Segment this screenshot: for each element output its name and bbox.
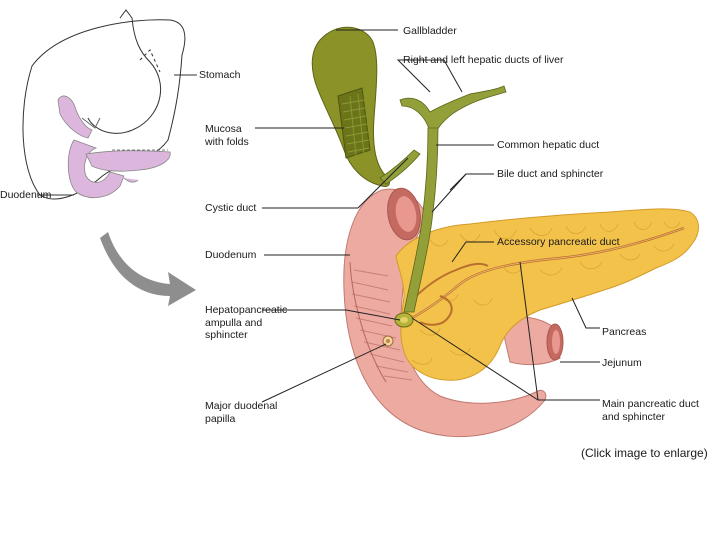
label-hepatic-ducts: Right and left hepatic ducts of liver: [403, 54, 564, 66]
liver-outline: [22, 19, 186, 200]
overview-illustration: [22, 9, 197, 200]
overview-gallbladder: [57, 95, 93, 139]
accessory-pancreatic-duct: [411, 262, 489, 301]
detail-illustration: [255, 26, 699, 438]
label-bile-duct: Bile duct and sphincter: [497, 168, 604, 180]
zoom-arrow: [100, 232, 196, 306]
stomach-outline: [87, 9, 162, 134]
label-jejunum: Jejunum: [602, 357, 642, 369]
pancreas-shape: [395, 208, 699, 381]
overview-pancreas: [85, 150, 171, 172]
label-cystic-duct: Cystic duct: [205, 202, 257, 214]
label-stomach: Stomach: [199, 69, 241, 81]
hepatic-ducts: [399, 85, 507, 133]
label-main-pancreatic-duct: Main pancreatic duct and sphincter: [602, 398, 699, 423]
common-hepatic-duct: [403, 127, 439, 313]
label-gallbladder: Gallbladder: [403, 25, 457, 37]
label-common-hepatic-duct: Common hepatic duct: [497, 139, 600, 151]
label-duodenum: Duodenum: [205, 249, 257, 261]
overview-duodenum: [67, 139, 125, 199]
leader-lines: [255, 29, 600, 403]
label-mucosa: Mucosa with folds: [205, 123, 249, 148]
cystic-duct: [379, 149, 421, 185]
label-overview-duodenum: Duodenum: [0, 189, 52, 201]
label-major-duodenal-papilla: Major duodenal papilla: [205, 400, 278, 425]
label-hepatopancreatic-ampulla: Hepatopancreatic ampulla and sphincter: [205, 304, 288, 341]
mucosa-inset: [337, 87, 371, 159]
label-pancreas: Pancreas: [602, 326, 647, 338]
enlarge-caption-link[interactable]: (Click image to enlarge): [581, 446, 708, 460]
label-accessory-pancreatic-duct: Accessory pancreatic duct: [497, 236, 620, 248]
